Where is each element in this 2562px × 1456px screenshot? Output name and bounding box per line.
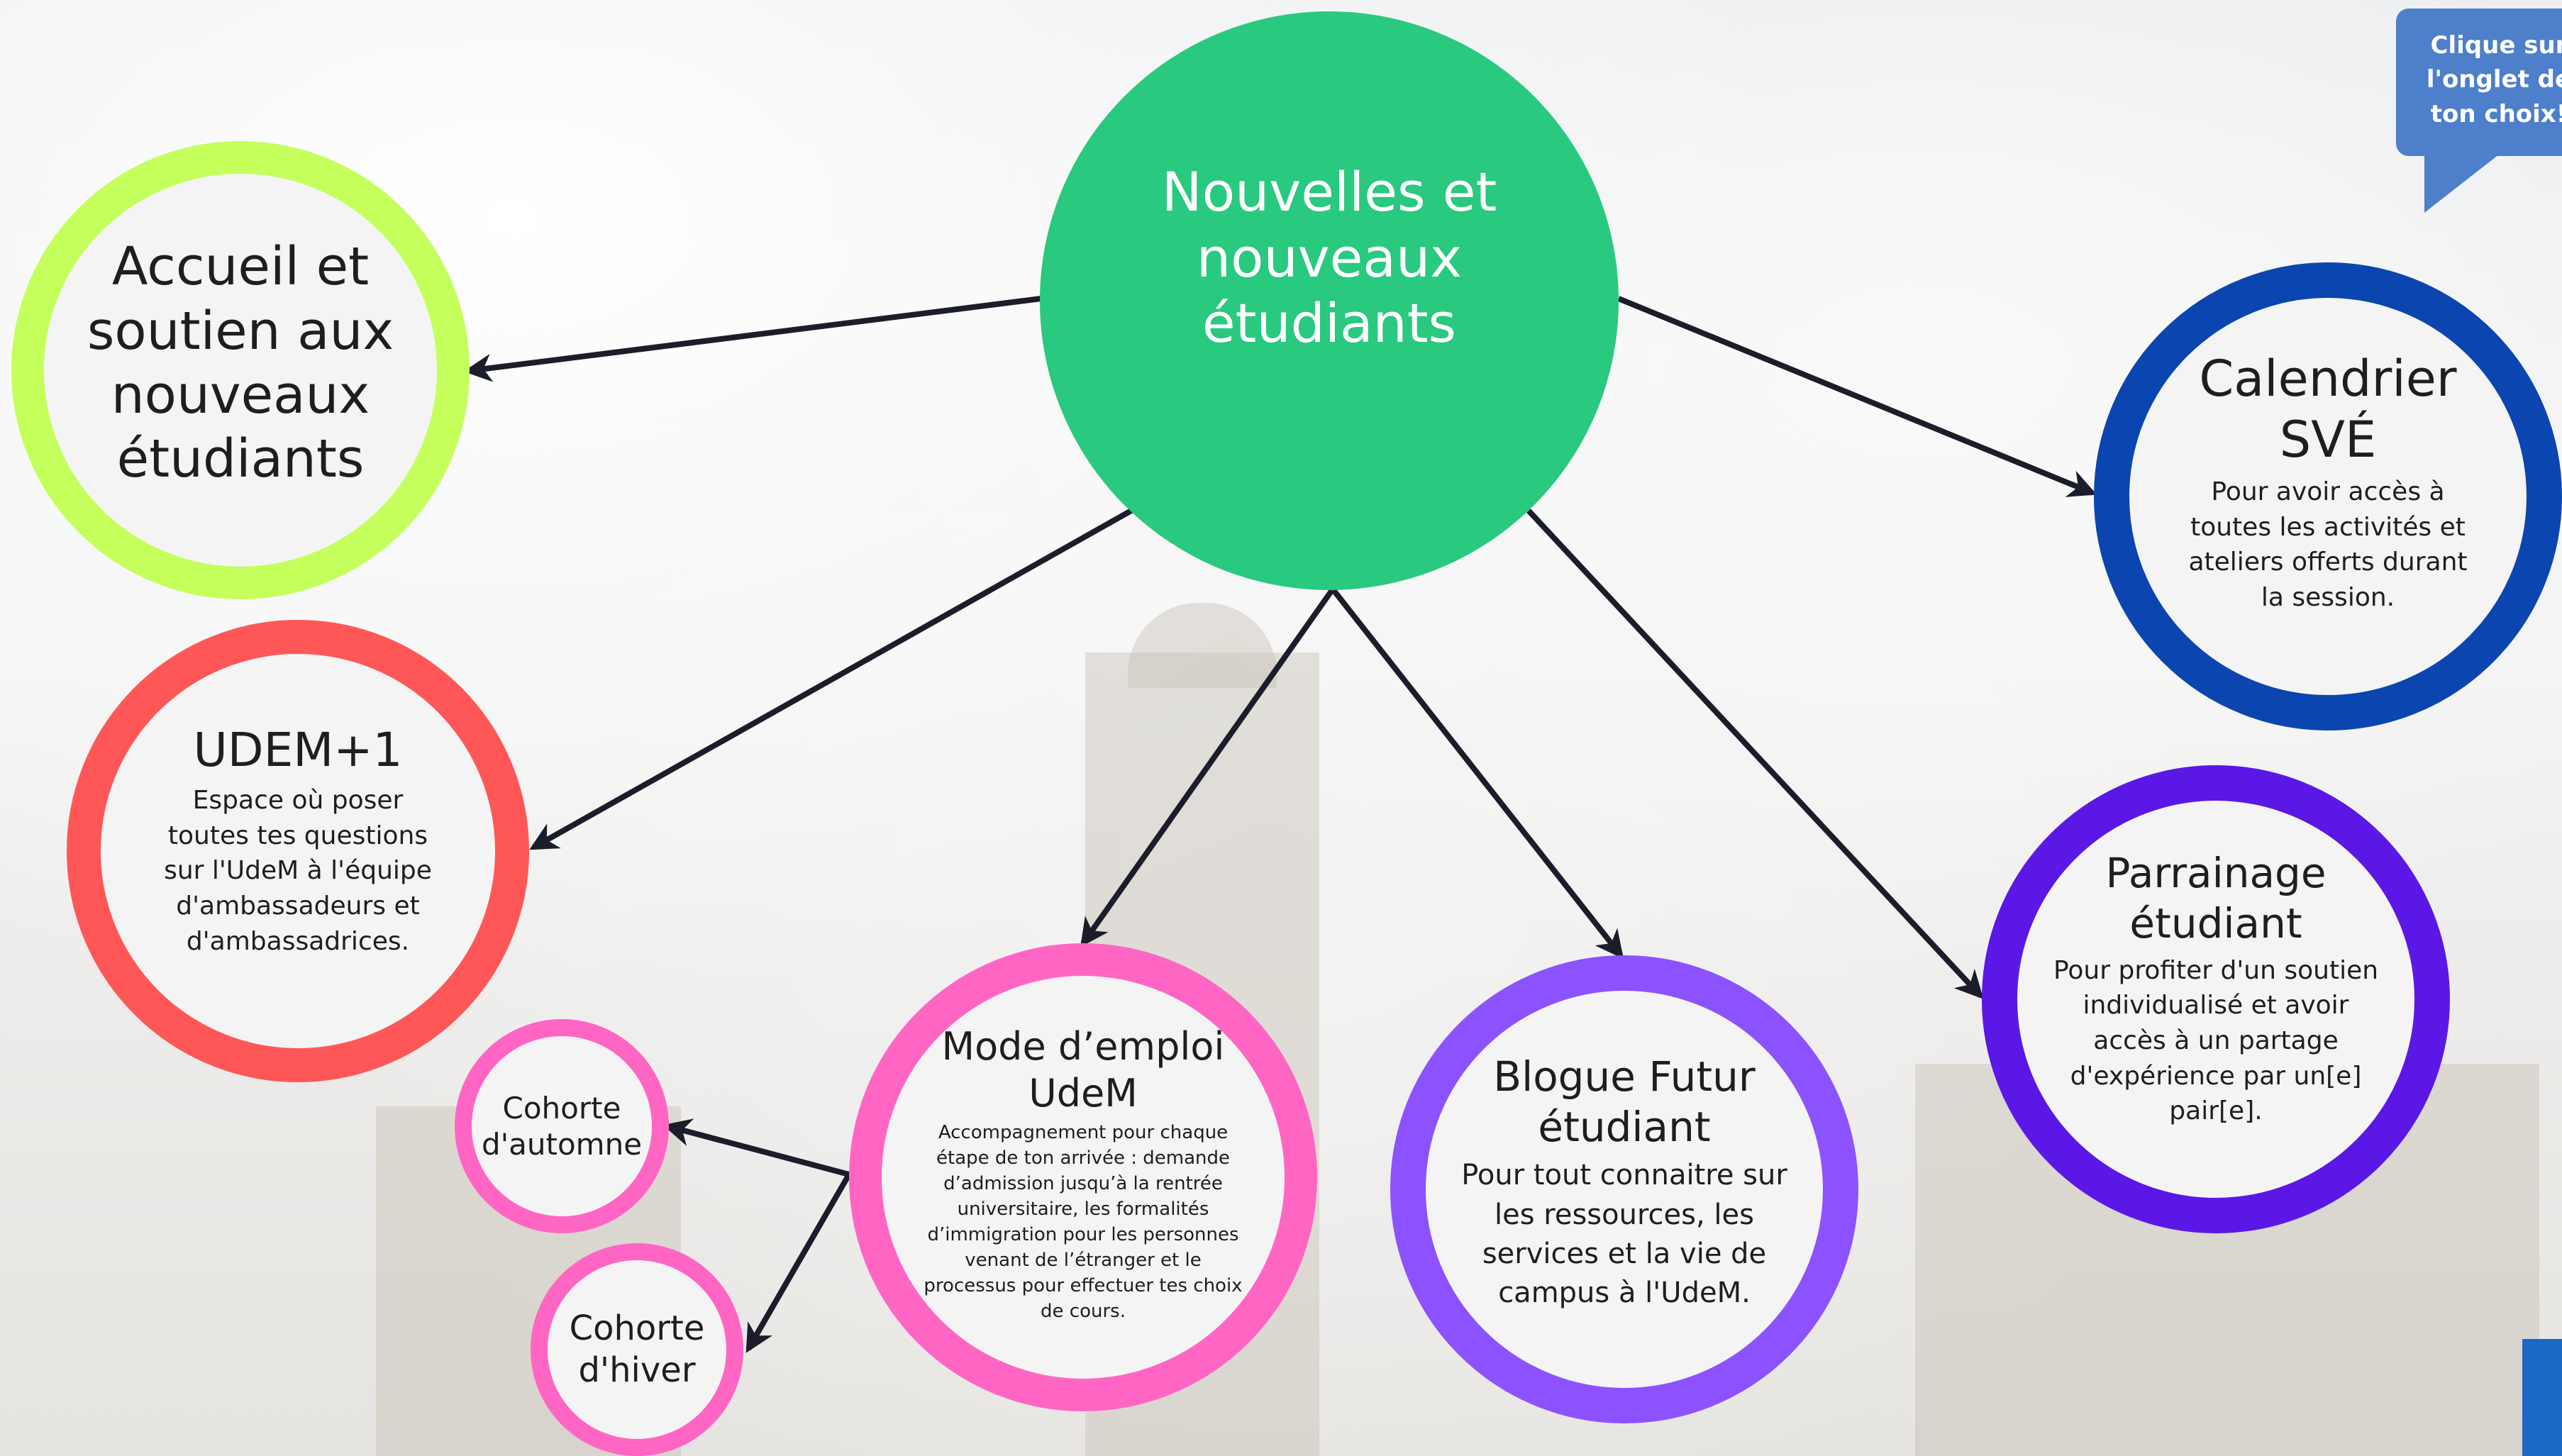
- node-cohorte-automne-title: Cohorte d'automne: [481, 1090, 643, 1162]
- node-accueil-title: Accueil et soutien aux nouveaux étudiant…: [87, 236, 394, 490]
- node-mode-emploi[interactable]: Mode d’emploi UdeM Accompagnement pour c…: [849, 943, 1317, 1411]
- node-udem1-title: UDEM+1: [193, 722, 403, 777]
- node-calendrier[interactable]: Calendrier SVÉ Pour avoir accès à toutes…: [2094, 262, 2562, 730]
- node-parrainage-title: Parrainage étudiant: [2105, 849, 2327, 947]
- arrow-to-accueil: [463, 296, 1042, 382]
- callout-bubble-tail: [2424, 152, 2502, 213]
- center-title: Nouvelles et nouveaux étudiants: [1161, 160, 1497, 355]
- node-blogue[interactable]: Blogue Futur étudiant Pour tout connaitr…: [1390, 955, 1858, 1423]
- arrow-to-cohorte-hiver: [745, 1173, 852, 1353]
- callout-text: Clique sur l'onglet de ton choix!: [2426, 31, 2562, 128]
- arrow-to-udem1: [529, 508, 1133, 850]
- arrow-to-calendrier: [1617, 296, 2097, 497]
- callout-bubble: Clique sur l'onglet de ton choix!: [2396, 9, 2562, 156]
- node-parrainage[interactable]: Parrainage étudiant Pour profiter d'un s…: [1982, 765, 2450, 1233]
- node-calendrier-desc: Pour avoir accès à toutes les activités …: [2188, 477, 2468, 613]
- node-cohorte-hiver-title: Cohorte d'hiver: [569, 1308, 705, 1390]
- node-cohorte-hiver[interactable]: Cohorte d'hiver: [531, 1243, 743, 1456]
- arrow-to-parrainage: [1526, 509, 1984, 999]
- node-blogue-title: Blogue Futur étudiant: [1493, 1052, 1756, 1151]
- node-udem1[interactable]: UDEM+1 Espace où poser toutes tes questi…: [67, 620, 529, 1082]
- node-parrainage-desc: Pour profiter d'un soutien individualisé…: [2053, 955, 2379, 1126]
- arrow-to-blogue: [1331, 588, 1624, 960]
- node-accueil[interactable]: Accueil et soutien aux nouveaux étudiant…: [11, 141, 470, 599]
- node-calendrier-title: Calendrier SVÉ: [2199, 350, 2457, 469]
- node-cohorte-automne[interactable]: Cohorte d'automne: [455, 1019, 669, 1233]
- center-node[interactable]: Nouvelles et nouveaux étudiants: [1040, 11, 1619, 590]
- node-mode-emploi-title: Mode d’emploi UdeM: [941, 1023, 1225, 1116]
- node-blogue-desc: Pour tout connaitre sur les ressources, …: [1461, 1159, 1787, 1309]
- arrow-to-cohorte-automne: [662, 1118, 850, 1177]
- node-mode-emploi-desc: Accompagnement pour chaque étape de ton …: [924, 1122, 1243, 1322]
- udem-corner-badge: [2522, 1339, 2562, 1456]
- node-udem1-desc: Espace où poser toutes tes questions sur…: [164, 786, 432, 956]
- arrow-to-mode-emploi: [1080, 588, 1335, 947]
